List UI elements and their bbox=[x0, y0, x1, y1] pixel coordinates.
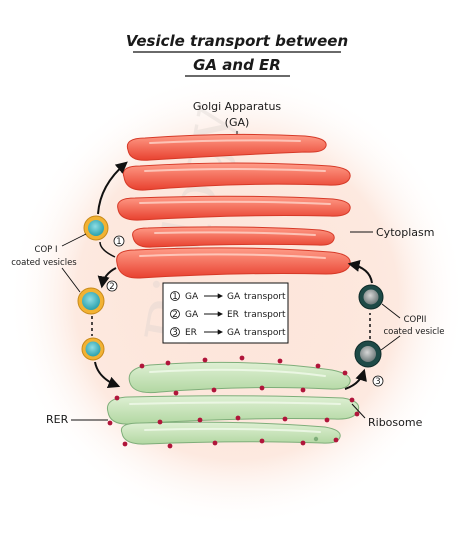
svg-text:2: 2 bbox=[172, 310, 178, 320]
svg-text:transport: transport bbox=[244, 292, 286, 302]
legend-item-1: 1 GA GA transport bbox=[170, 291, 286, 302]
svg-text:GA: GA bbox=[185, 292, 199, 302]
golgi-cisterna-5 bbox=[116, 247, 351, 279]
ribosomes bbox=[107, 355, 360, 449]
svg-text:3: 3 bbox=[172, 328, 178, 338]
svg-text:ER: ER bbox=[227, 310, 239, 320]
legend-item-3: 3 ER GA transport bbox=[170, 327, 286, 338]
rer-cisterna-3 bbox=[120, 421, 341, 445]
copi-pointer-2 bbox=[61, 267, 81, 293]
step-marker-2-text: 2 bbox=[109, 282, 114, 292]
copii-pointer-1 bbox=[381, 303, 401, 319]
ribosome-free bbox=[313, 436, 319, 442]
arrow-step-1-from-golgi bbox=[99, 241, 116, 258]
step-marker-3-text: 3 bbox=[375, 377, 380, 387]
copii-vesicle-1 bbox=[358, 284, 384, 310]
step-marker-1 bbox=[113, 235, 125, 247]
arrow-step-1 bbox=[97, 161, 128, 215]
ribosome-pointer-line bbox=[351, 403, 366, 419]
golgi-abbr-label: (GA) bbox=[225, 116, 250, 129]
step-marker-1-text: 1 bbox=[116, 237, 121, 247]
copi-vesicle-3 bbox=[81, 337, 105, 361]
copi-vesicle-1 bbox=[83, 215, 109, 241]
rer-highlights bbox=[129, 368, 341, 433]
cytoplasm-label: Cytoplasm bbox=[376, 226, 434, 239]
svg-text:1: 1 bbox=[172, 292, 178, 302]
step-marker-2 bbox=[106, 280, 118, 292]
arrow-step-2 bbox=[97, 267, 117, 289]
legend-box bbox=[162, 282, 289, 344]
page-title-line2: GA and ER bbox=[193, 56, 281, 74]
svg-text:GA: GA bbox=[185, 310, 199, 320]
copii-pointer-2 bbox=[380, 335, 401, 351]
rer-label: RER bbox=[46, 413, 69, 426]
copii-label-line2: coated vesicle bbox=[383, 327, 444, 337]
arrow-step-3 bbox=[344, 368, 367, 390]
step-marker-3 bbox=[372, 375, 384, 387]
copi-pointer-1 bbox=[61, 233, 87, 247]
svg-text:transport: transport bbox=[244, 310, 286, 320]
legend-item-2: 2 GA ER transport bbox=[170, 309, 286, 320]
copii-label-line1: COPII bbox=[404, 315, 427, 325]
copi-label-line2: coated vesicles bbox=[11, 258, 77, 268]
svg-text:GA: GA bbox=[227, 292, 241, 302]
golgi-highlights bbox=[139, 139, 331, 259]
golgi-label: Golgi Apparatus bbox=[193, 100, 282, 113]
ribosome-label: Ribosome bbox=[368, 416, 423, 429]
copi-vesicle-2 bbox=[77, 287, 105, 315]
svg-text:ER: ER bbox=[185, 328, 197, 338]
svg-text:transport: transport bbox=[244, 328, 286, 338]
svg-text:GA: GA bbox=[227, 328, 241, 338]
copii-vesicle-2 bbox=[354, 340, 382, 368]
copi-label-line1: COP I bbox=[35, 245, 58, 255]
arrow-to-rer bbox=[94, 361, 121, 389]
page-title-line1: Vesicle transport between bbox=[126, 32, 348, 50]
golgi-cisterna-4 bbox=[132, 226, 335, 248]
arrow-to-golgi bbox=[347, 260, 373, 284]
